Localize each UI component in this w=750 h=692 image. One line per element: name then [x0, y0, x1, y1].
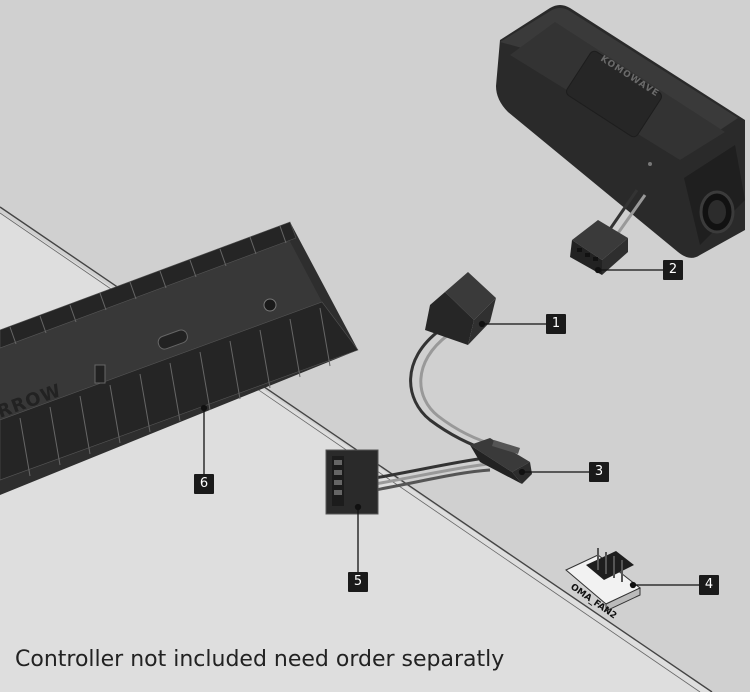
- y-splitter-cable: [325, 272, 532, 515]
- callout-2: 2: [663, 260, 683, 280]
- callout-6: 6: [194, 474, 214, 494]
- callout-1: 1: [546, 314, 566, 334]
- connector-1: [425, 272, 496, 345]
- callout-4: 4: [699, 575, 719, 595]
- controller-device: KOMOWAVE: [496, 5, 745, 275]
- caption: Controller not included need order separ…: [15, 647, 505, 672]
- fan-hub: RROW: [0, 221, 359, 495]
- callout-3: 3: [589, 462, 609, 482]
- controller-plug: [570, 220, 628, 275]
- callout-5: 5: [348, 572, 368, 592]
- connector-5: [325, 449, 379, 515]
- connector-3: [470, 438, 532, 484]
